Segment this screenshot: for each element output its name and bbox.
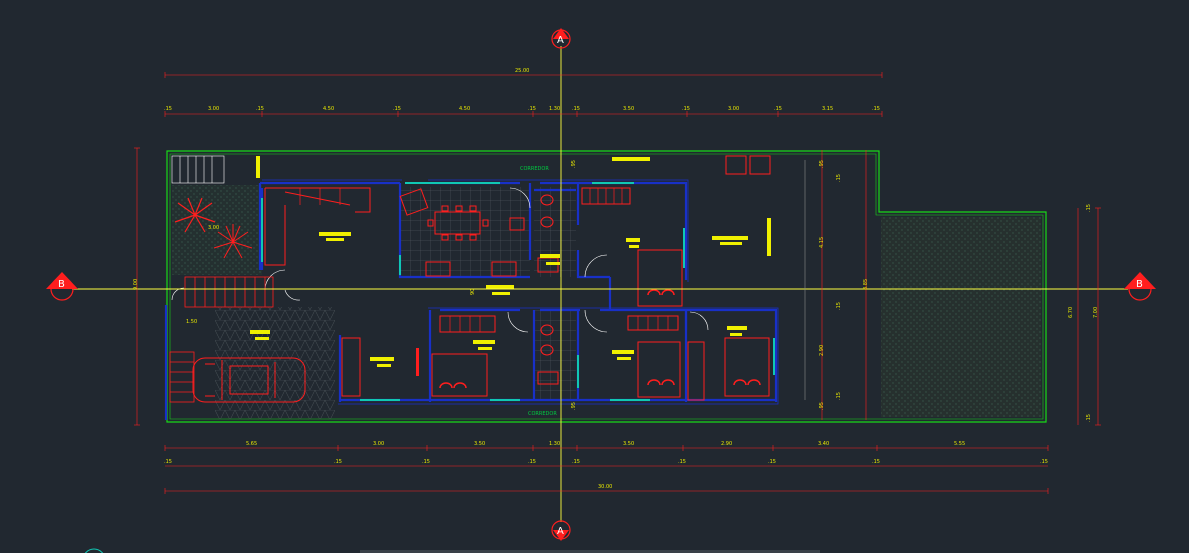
dim-top-0: .15 [164,106,172,112]
dim-mid-small-0: .15 [836,174,842,182]
dim-bsmall-3: .15 [528,459,536,465]
dim-bsmall-2: .15 [422,459,430,465]
partial-marker-icon [84,548,104,553]
dim-bsmall-0: .15 [164,459,172,465]
dim-top-4: .15 [393,106,401,112]
dim-bsmall-1: .15 [334,459,342,465]
dim-side-small-0: .95 [819,160,825,168]
dim-top-7: 1.30 [549,106,560,112]
kitchen-floor-grid [400,187,530,277]
dim-right-small-top: .15 [1086,204,1092,212]
section-marker-bottom: A [551,520,571,541]
bottom-scrollbar[interactable] [360,550,820,553]
dim-bottom-2: 3.50 [474,441,485,447]
dim-bottom-6: 3.40 [818,441,829,447]
bath-floor-grid-bottom [534,310,576,400]
dim-bsmall-5: .15 [678,459,686,465]
dim-bsmall-4: .15 [572,459,580,465]
dim-stair-width: 1.50 [186,319,197,325]
dim-mid-small-1: .15 [836,302,842,310]
dim-mid-lower: 2.90 [819,345,825,356]
dim-bottom-4: 3.50 [623,441,634,447]
dim-top-11: 3.00 [728,106,739,112]
dim-right-height: 7.00 [1093,307,1099,318]
wardrobe-hatch [299,188,669,332]
section-marker-left: B [46,272,78,301]
dim-plant-area: 3.00 [208,225,219,231]
dim-top-12: .15 [774,106,782,112]
section-marker-right: B [1124,272,1156,301]
stairs-bottom [184,276,274,308]
dim-bottom-total: 30.00 [598,484,612,490]
section-marker-left-label: B [58,279,65,290]
parking-steps [169,351,195,403]
dim-bottom-3: 1.30 [549,441,560,447]
palm-plant-icon [174,197,216,233]
bed-pillows [439,289,761,389]
dim-mid-height: 8.85 [863,279,869,290]
dim-top-2: .15 [256,106,264,112]
stairs-top [171,155,225,184]
room-tags [250,156,771,376]
dim-right-small-bottom: .15 [1086,414,1092,422]
dim-bottom-row: 5.65 3.00 3.50 1.30 3.50 2.90 3.40 5.55 [246,441,965,447]
dim-bsmall-7: .15 [872,459,880,465]
dim-top-14: .15 [872,106,880,112]
dim-top-1: 3.00 [208,106,219,112]
dim-bottom-5: 2.90 [721,441,732,447]
dimension-lines [136,74,1099,492]
label-corridor-bottom: CORREDOR [528,411,557,417]
dim-bottom-1: 3.00 [373,441,384,447]
dim-left-height: 9.00 [133,279,139,290]
section-marker-top-label: A [557,35,564,46]
dim-right-inner: 6.70 [1068,307,1074,318]
section-axes [72,46,1128,522]
label-corridor-top: CORREDOR [520,166,549,172]
dim-top-13: 3.15 [822,106,833,112]
dim-top-3: 4.50 [323,106,334,112]
dim-top-8: .15 [572,106,580,112]
dim-bottom-small-row: .15 .15 .15 .15 .15 .15 .15 .15 .15 [164,459,1048,465]
fern-plant-icon [213,224,253,259]
section-marker-top: A [551,28,571,49]
dim-bsmall-8: .15 [1040,459,1048,465]
dim-bottom-7: 5.55 [954,441,965,447]
dimension-ticks [134,72,1101,494]
section-marker-right-label: B [1136,279,1143,290]
dim-bsmall-6: .15 [768,459,776,465]
dim-top-5: 4.50 [459,106,470,112]
dim-top-total: 25.00 [515,68,529,74]
dim-top-6: .15 [528,106,536,112]
furniture [264,155,771,401]
dim-top-10: .15 [682,106,690,112]
site-boundary [166,150,1047,423]
doors [171,187,709,333]
dim-top-9: 3.50 [623,106,634,112]
car-icon [192,357,306,403]
section-marker-bottom-label: A [557,526,564,537]
dim-mid-upper: 4.15 [819,237,825,248]
dim-door-small: 90 [470,289,476,295]
dim-side-small-1: .95 [819,402,825,410]
windows [261,182,775,401]
dim-corridor-small-top: .95 [571,160,577,168]
dim-top-row: .15 3.00 .15 4.50 .15 4.50 .15 1.30 .15 … [164,106,880,112]
dim-corridor-small-bottom: .95 [571,402,577,410]
dim-bottom-0: 5.65 [246,441,257,447]
dim-mid-small-2: .15 [836,392,842,400]
